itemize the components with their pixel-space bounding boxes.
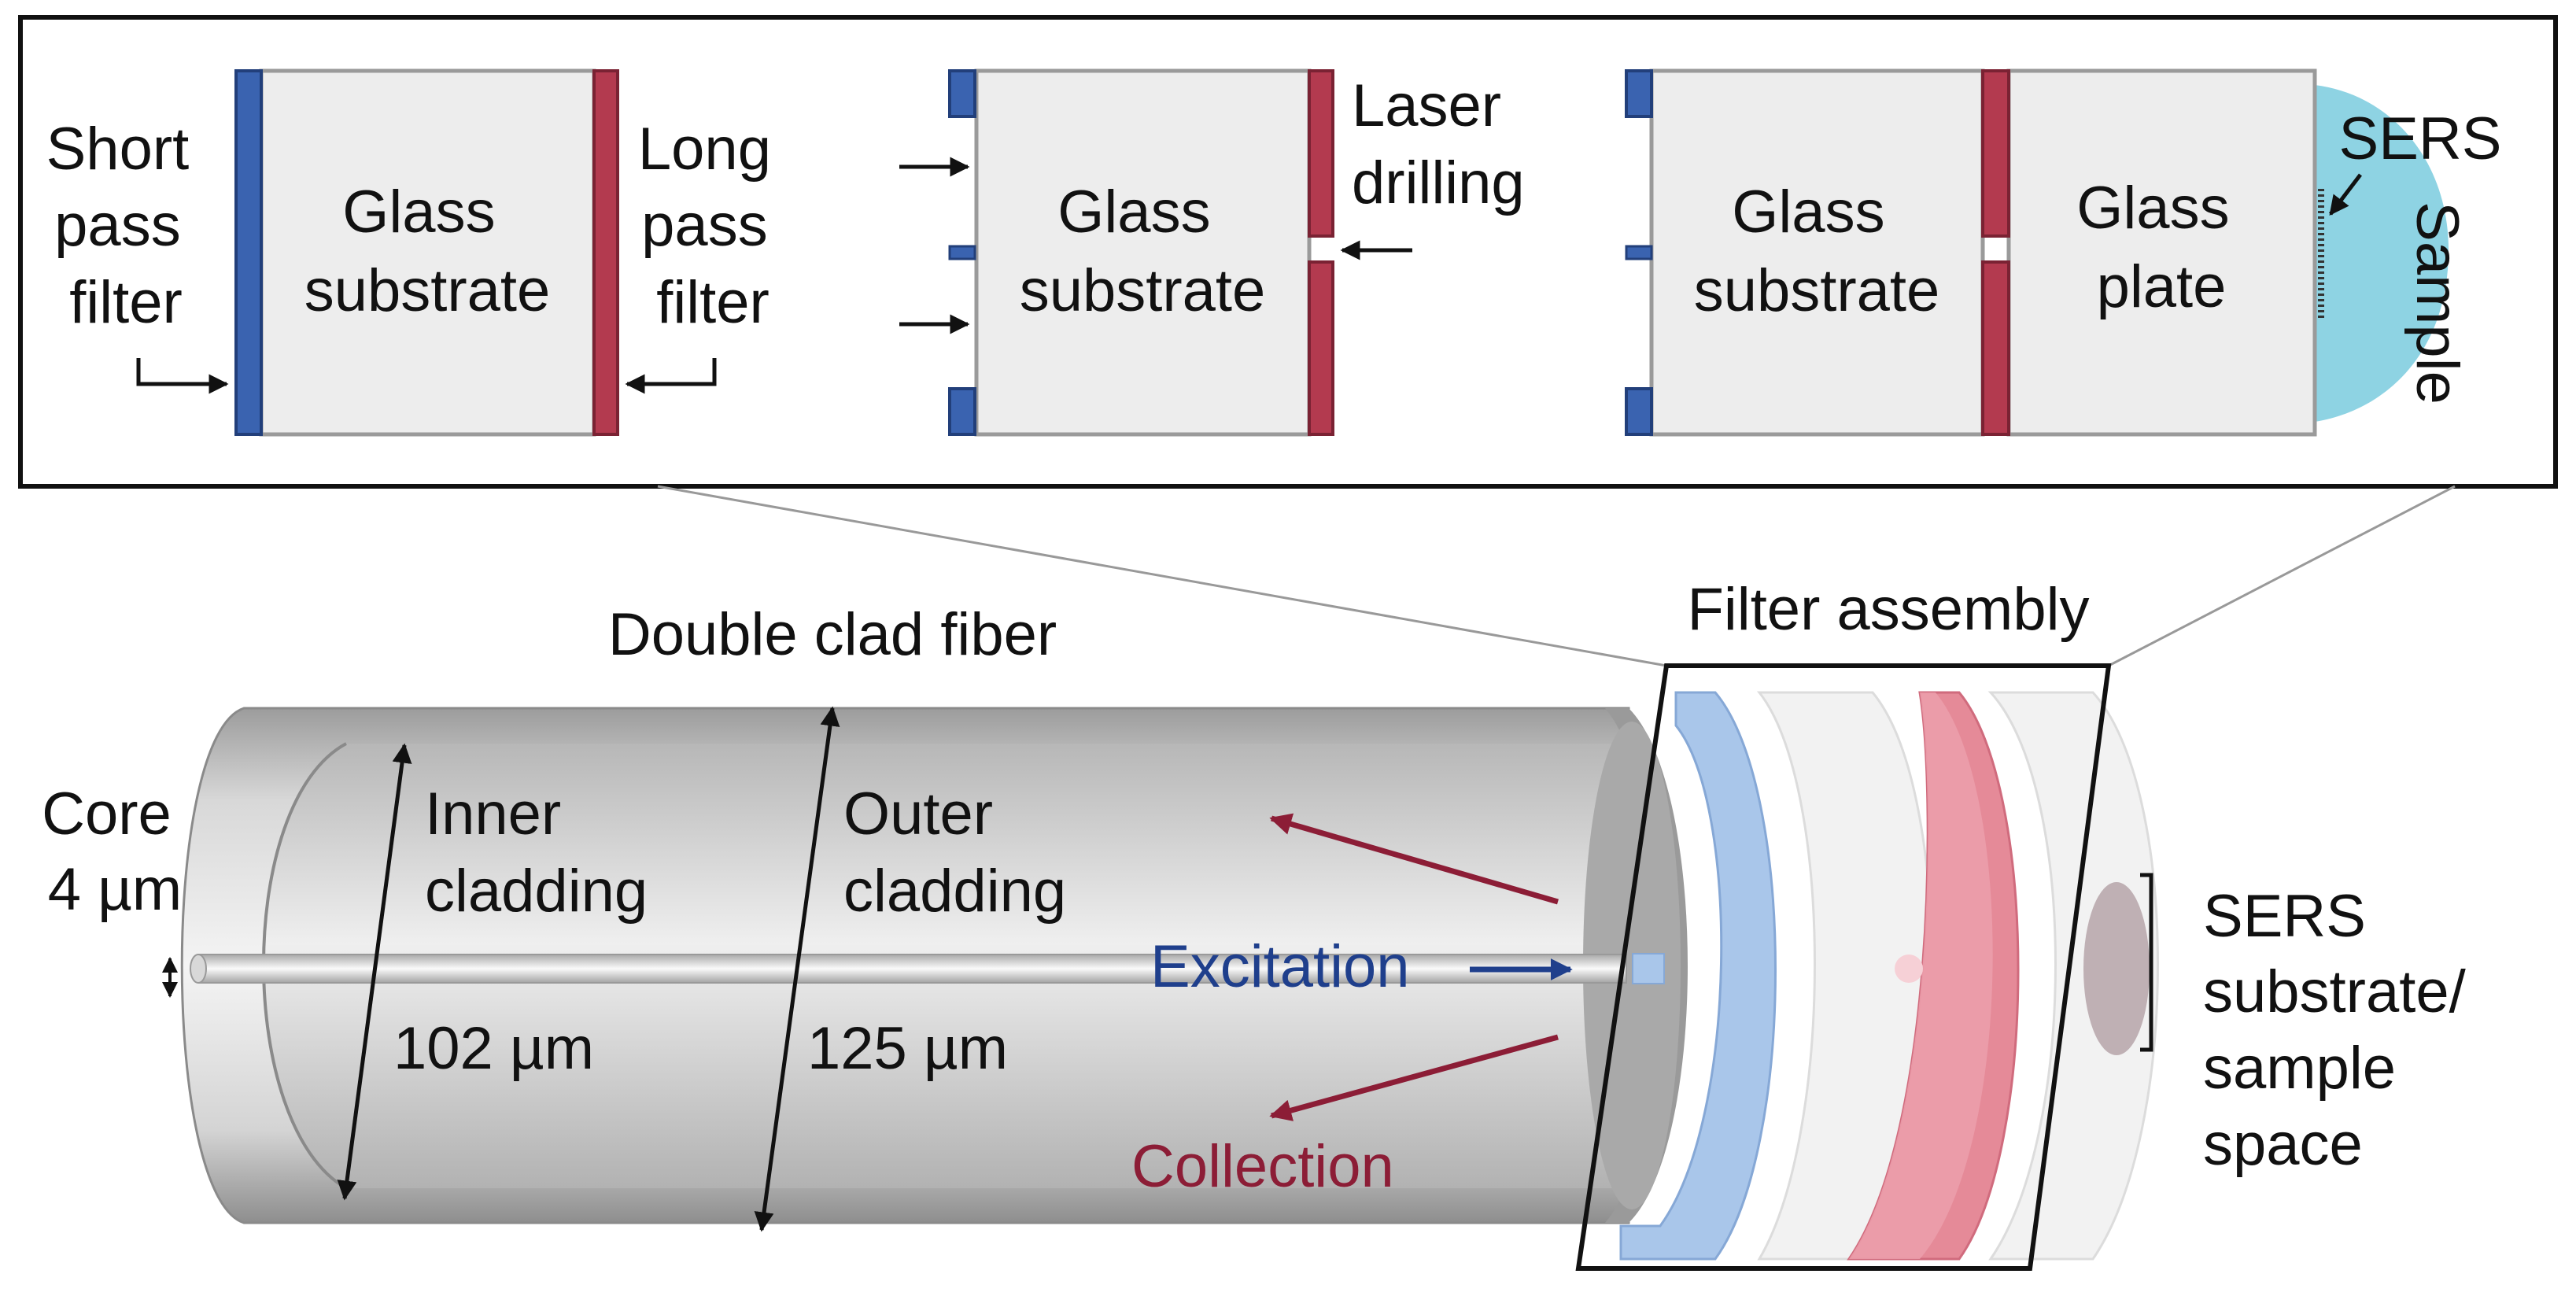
sers-arrow [2329,173,2362,216]
outer-cladding-arrow [754,706,840,1232]
long-pass-segment-bottom [1308,260,1334,436]
collection-arrow-lower [1269,1034,1559,1121]
short-pass-segment-bottom [948,387,976,436]
core-left-end [190,954,207,984]
sample-label: Sample [2404,201,2471,404]
short-pass-label: Short pass filter [46,116,206,336]
short-pass-segment-mid [1625,245,1653,260]
zoom-line-right [2108,485,2456,667]
laser-drilled-hole [1895,954,1923,983]
glass-plate-block [2006,68,2317,437]
glass-substrate-block [1649,68,1985,437]
glass-substrate-label: Glass substrate [304,179,551,324]
outer-cladding-size: 125 µm [807,1015,1008,1082]
short-pass-arrow [136,358,229,394]
laser-drilling-label: Laser drilling [1352,72,1525,216]
short-pass-filter-3d [1619,691,1777,1261]
long-pass-segment-top [1308,69,1334,238]
short-pass-segment-top [1625,69,1653,118]
glass-plate-label: Glass plate [2076,175,2246,320]
sers-space-bracket [2140,873,2153,1052]
filter-assembly-frame [1575,663,2112,1271]
long-pass-label: Long pass filter [638,116,788,336]
filter-assembly-title: Filter assembly [1688,576,2090,643]
short-pass-center-gap [1632,953,1665,984]
core-label: Core 4 µm [42,781,188,923]
long-pass-arrow [625,358,717,394]
inner-cladding-size: 102 µm [393,1015,594,1082]
short-pass-segment-mid [948,245,976,260]
collection-arrow-upper [1269,813,1559,905]
long-pass-segment-bottom [1981,260,2010,436]
short-pass-segment-top [948,69,976,118]
collection-label: Collection [1131,1133,1394,1200]
glass-substrate-block [974,68,1312,437]
inner-cladding-label: Inner cladding [425,781,648,925]
fiber-title: Double clad fiber [608,601,1057,668]
inner-cladding-arrow [337,743,412,1201]
short-pass-filter [234,69,263,436]
sers-label: SERS [2339,105,2502,172]
sers-substrate-label: SERS substrate/ sample space [2203,883,2482,1178]
glass-substrate-block [259,68,596,437]
zoom-line-left [657,485,1667,667]
long-pass-face [1849,692,1993,1259]
glass-substrate-label: Glass substrate [1694,179,1940,324]
layout-laser-drilling: Glass substrate Laser drilling [899,68,1525,437]
layout-filters-on-substrate: Glass substrate Short pass filter Long p… [46,68,788,437]
layout-sers-sample: Glass substrate Glass plate SERS Sample [1625,68,2502,437]
excitation-label: Excitation [1150,933,1410,1000]
sample-droplet [2315,85,2449,422]
long-pass-filter [592,69,619,436]
glass-plate-3d [1987,691,2159,1261]
double-clad-fiber [180,707,1688,1224]
fiber-core [197,954,1627,984]
glass-substrate-label: Glass substrate [1020,179,1266,324]
filter-assembly-3d [1575,663,2159,1271]
long-pass-segment-top [1981,69,2010,238]
outer-cladding-label: Outer cladding [843,781,1066,925]
short-pass-segment-bottom [1625,387,1653,436]
sers-sample-spot [2083,882,2150,1055]
